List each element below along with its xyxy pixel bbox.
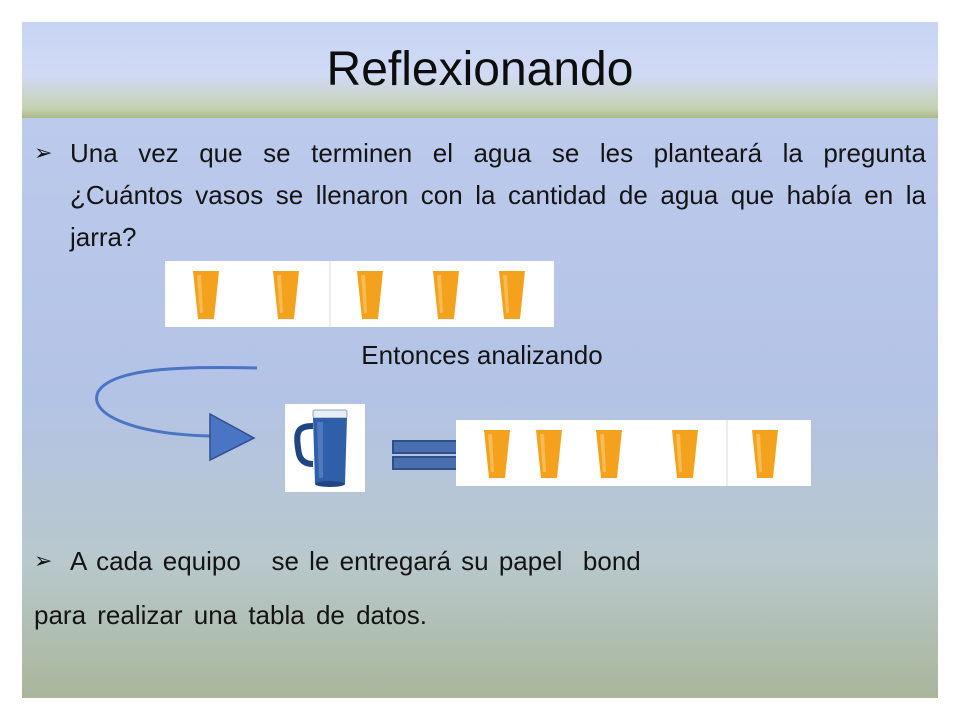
orange-cup-icon	[357, 271, 383, 319]
orange-cup-icon	[193, 271, 219, 319]
cups-row-top	[193, 261, 525, 327]
slide: Reflexionando ➢ Una vez que se terminen …	[22, 22, 938, 698]
equals-icon	[392, 440, 458, 454]
jug-box	[285, 404, 365, 492]
bullet-text-1: Una vez que se terminen el agua se les p…	[70, 138, 926, 252]
orange-cup-icon	[499, 271, 525, 319]
orange-cup-icon	[484, 430, 510, 478]
equals-icon	[392, 456, 458, 470]
arrow-bullet-icon: ➢	[34, 548, 53, 573]
bullet-text-2-line1: A cada equipo se le entregará su papel b…	[70, 546, 641, 576]
cups-strip-bottom	[456, 420, 811, 486]
cups-strip-top	[165, 261, 554, 327]
bullet-text-2-line2: para realizar una tabla de datos.	[34, 600, 427, 630]
orange-cup-icon	[433, 271, 459, 319]
orange-cup-icon	[536, 430, 562, 478]
orange-cup-icon	[596, 430, 622, 478]
orange-cup-icon	[752, 430, 778, 478]
title-band	[22, 22, 938, 118]
middle-caption: Entonces analizando	[361, 340, 603, 370]
orange-cup-icon	[273, 271, 299, 319]
curved-arrow-icon	[95, 365, 258, 462]
blue-pitcher-icon	[294, 409, 348, 487]
orange-cup-icon	[672, 430, 698, 478]
cups-row-bottom	[484, 420, 778, 486]
arrow-bullet-icon: ➢	[34, 140, 53, 165]
slide-title: Reflexionando	[326, 43, 634, 96]
